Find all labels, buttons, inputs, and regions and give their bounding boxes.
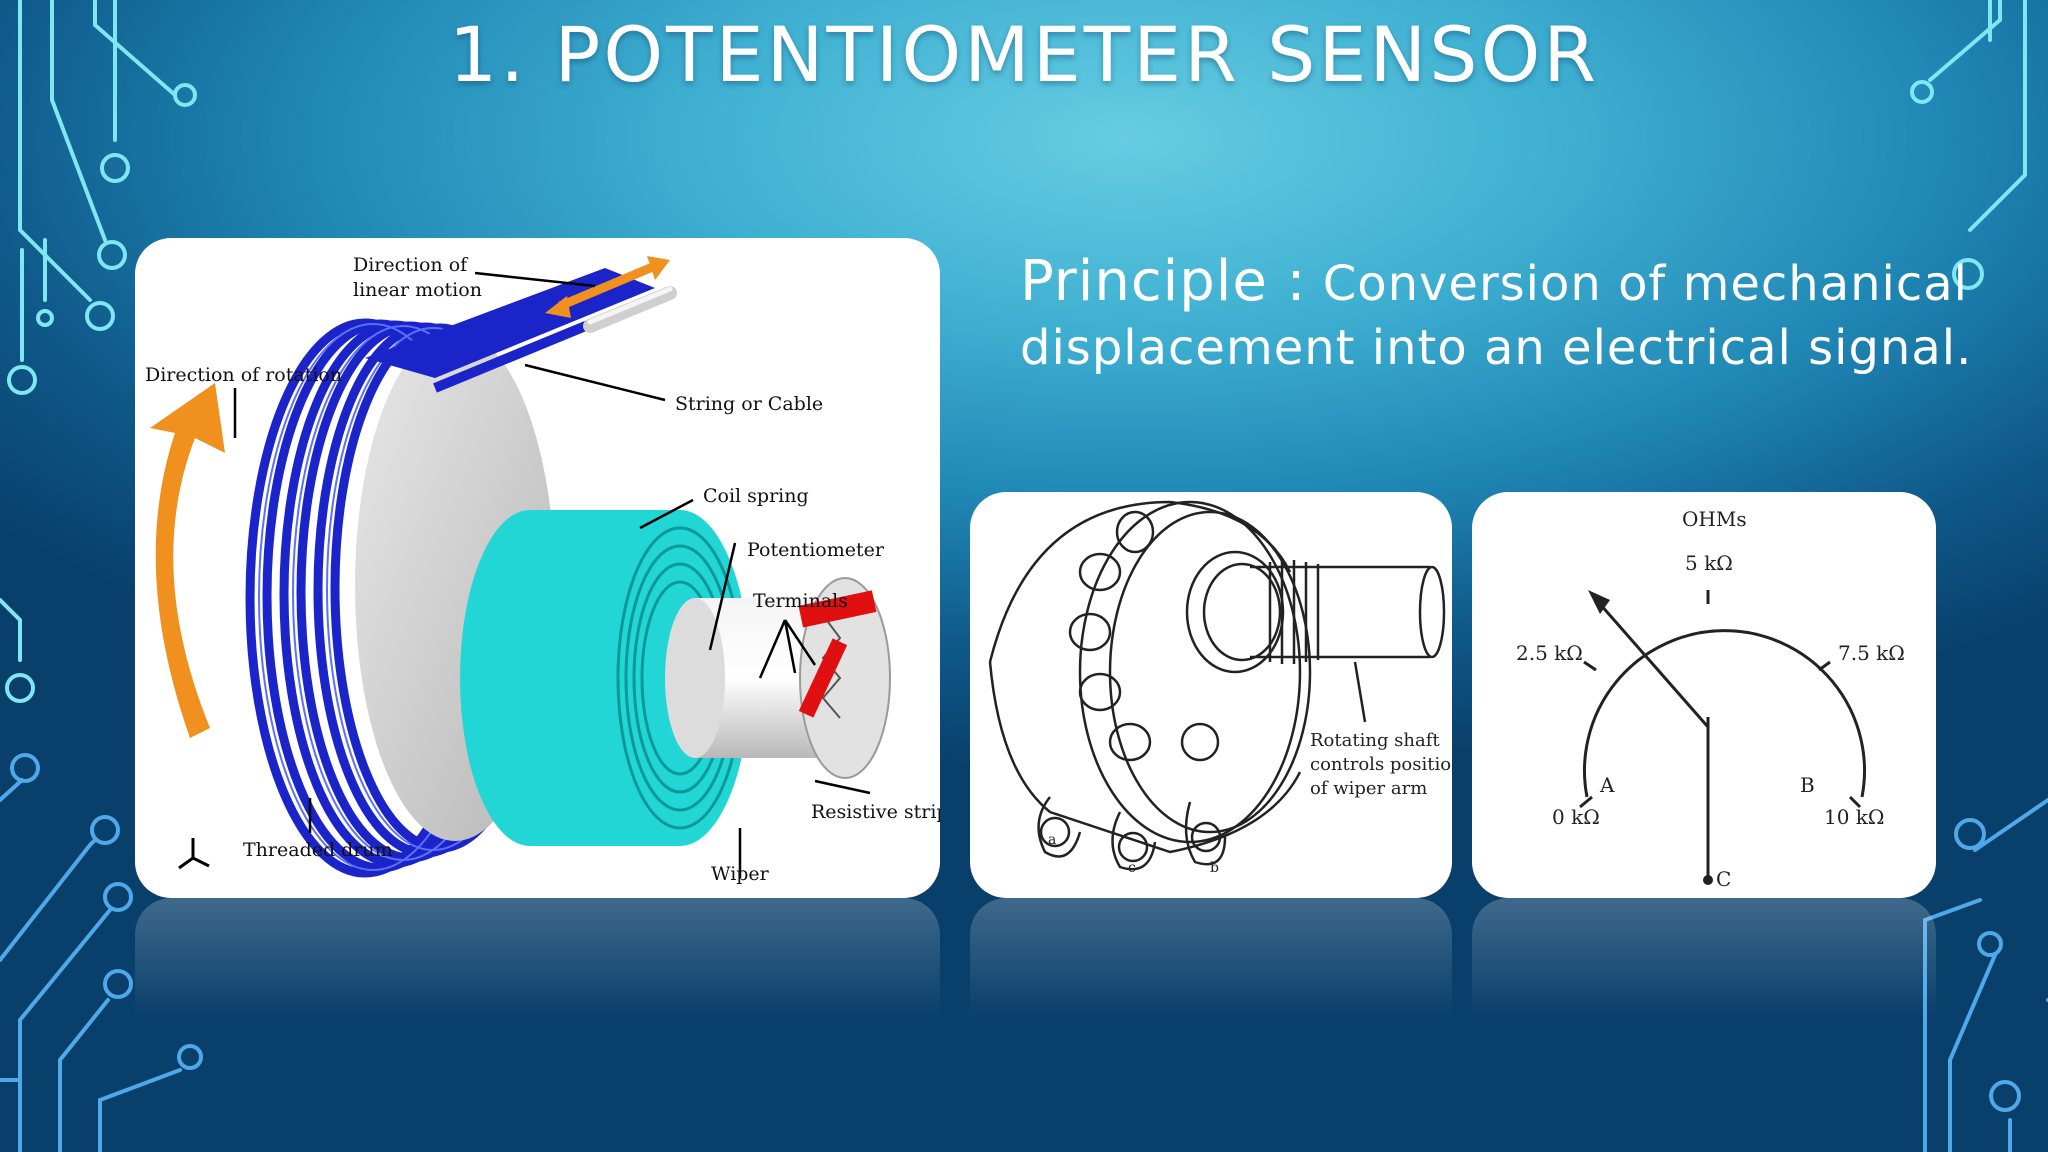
label-wiper: Wiper [711,863,770,885]
label-5k: 5 kΩ [1685,551,1733,575]
label-c-terminal: C [1716,867,1731,891]
principle-body: Conversion of mechanical displacement in… [1020,256,1973,376]
principle-lead: Principle : [1020,249,1307,314]
card-reflection-3 [1472,898,1936,1098]
label-10k: 10 kΩ [1824,805,1885,829]
label-terminals: Terminals [753,590,848,612]
label-shaft-1: Rotating shaft [1310,730,1440,751]
label-ohms: OHMs [1682,507,1747,531]
label-coil: Coil spring [703,485,809,507]
label-7-5k: 7.5 kΩ [1838,641,1905,665]
card-reflection-1 [135,898,940,1098]
label-resistive: Resistive strip [811,801,940,823]
label-shaft-3: of wiper arm [1310,778,1427,799]
label-a-terminal: A [1599,773,1615,797]
ohm-dial-diagram: OHMs 5 kΩ 2.5 kΩ 7.5 kΩ 0 kΩ 10 kΩ A B C [1472,492,1936,898]
label-b-terminal: B [1800,773,1815,797]
slide-title: 1. POTENTIOMETER SENSOR [448,10,1600,99]
label-linear-motion-2: linear motion [353,279,482,301]
label-c: c [1128,860,1136,876]
label-0k: 0 kΩ [1552,805,1600,829]
label-b: b [1210,860,1219,876]
string-pot-diagram: Direction of linear motion Direction of … [135,238,940,898]
label-string: String or Cable [675,393,823,415]
label-a: a [1048,832,1056,848]
label-pot: Potentiometer [747,539,885,561]
label-2-5k: 2.5 kΩ [1516,641,1583,665]
label-drum: Threaded drum [243,839,393,861]
rotary-pot-drawing: Rotating shaft controls positio of wiper… [970,492,1452,898]
principle-text: Principle : Conversion of mechanical dis… [1020,250,1980,380]
card-reflection-2 [970,898,1452,1098]
label-rotation: Direction of rotation [145,364,342,386]
label-linear-motion-1: Direction of [353,254,469,276]
label-shaft-2: controls positio [1310,754,1451,775]
